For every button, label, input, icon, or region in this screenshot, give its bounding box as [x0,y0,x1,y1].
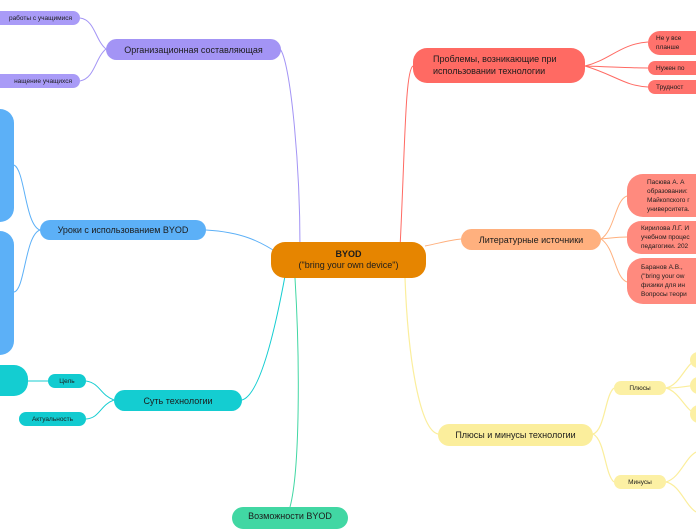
goal-detail-node[interactable] [0,365,28,396]
lesson-child-1[interactable] [0,109,14,222]
org-child-equipment[interactable]: нащение учащихся [0,74,80,88]
topic-problems-label-2: использовании технологии [433,65,546,76]
central-topic[interactable]: BYOD ("bring your own device") [271,242,426,278]
topic-lessons-label: Уроки с использованием BYOD [57,225,189,235]
cons-node-label: Минусы [628,478,652,486]
essence-child-goal-label: Цель [59,377,75,385]
topic-lessons[interactable]: Уроки с использованием BYOD [40,220,206,240]
literature-child-2[interactable]: Кирилова Л.Г. И учебном процес педагогик… [627,221,696,254]
org-child-equipment-label: нащение учащихся [14,77,72,85]
central-title: BYOD [335,249,362,259]
connector-literature [424,238,462,247]
literature-child-3[interactable]: Баранов А.В., ("bring your ow физики для… [627,258,696,304]
topic-literature[interactable]: Литературные источники [461,229,601,250]
problem-child-difficulty-label: Трудност [656,83,684,91]
topic-possibilities[interactable]: Возможности BYOD [232,507,348,529]
topic-essence[interactable]: Суть технологии [114,390,242,411]
pros-node[interactable]: Плюсы [614,381,666,395]
org-child-work-label: работы с учащимися [8,14,72,22]
essence-child-relevance-label: Актуальность [31,415,74,423]
topic-problems-label-1: Проблемы, возникающие при [433,54,557,65]
topic-essence-label: Суть технологии [143,395,213,406]
problem-child-need[interactable]: Нужен по [648,61,696,75]
literature-child-3-label: Баранов А.В., ("bring your ow физики для… [641,264,687,298]
connector-org [279,48,301,249]
connector-pros-cons [404,277,439,435]
connector-essence [241,275,286,401]
topic-problems[interactable]: Проблемы, возникающие при использовании … [413,48,585,83]
org-child-work[interactable]: работы с учащимися [0,11,80,25]
problem-child-tablets[interactable]: Не у все планше [648,31,696,55]
literature-child-1-label: Пасюва А. А образовании: Майкопского г у… [647,178,690,213]
topic-possibilities-label: Возможности BYOD [248,511,332,521]
connector-possibilities [289,277,299,508]
literature-child-2-label: Кирилова Л.Г. И учебном процес педагогик… [641,225,690,250]
problem-child-difficulty[interactable]: Трудност [648,80,696,94]
lesson-child-2[interactable] [0,231,14,355]
literature-child-1[interactable]: Пасюва А. А образовании: Майкопского г у… [627,174,696,217]
problem-child-need-label: Нужен по [656,64,685,72]
topic-pros-cons[interactable]: Плюсы и минусы технологии [438,424,593,446]
connector-problems [399,65,414,249]
problem-child-tablets-label: Не у все планше [656,35,682,51]
topic-pros-cons-label: Плюсы и минусы технологии [455,430,576,440]
topic-literature-label: Литературные источники [478,234,584,245]
essence-child-goal[interactable]: Цель [48,374,86,388]
essence-child-relevance[interactable]: Актуальность [19,412,86,426]
topic-org[interactable]: Организационная составляющая [106,39,281,60]
pros-child-3[interactable] [690,405,696,423]
pros-child-2[interactable] [690,377,696,394]
pros-child-1[interactable] [690,352,696,368]
pros-node-label: Плюсы [629,384,651,392]
central-subtitle: ("bring your own device") [298,260,399,270]
cons-node[interactable]: Минусы [614,475,666,489]
topic-org-label: Организационная составляющая [124,44,263,55]
